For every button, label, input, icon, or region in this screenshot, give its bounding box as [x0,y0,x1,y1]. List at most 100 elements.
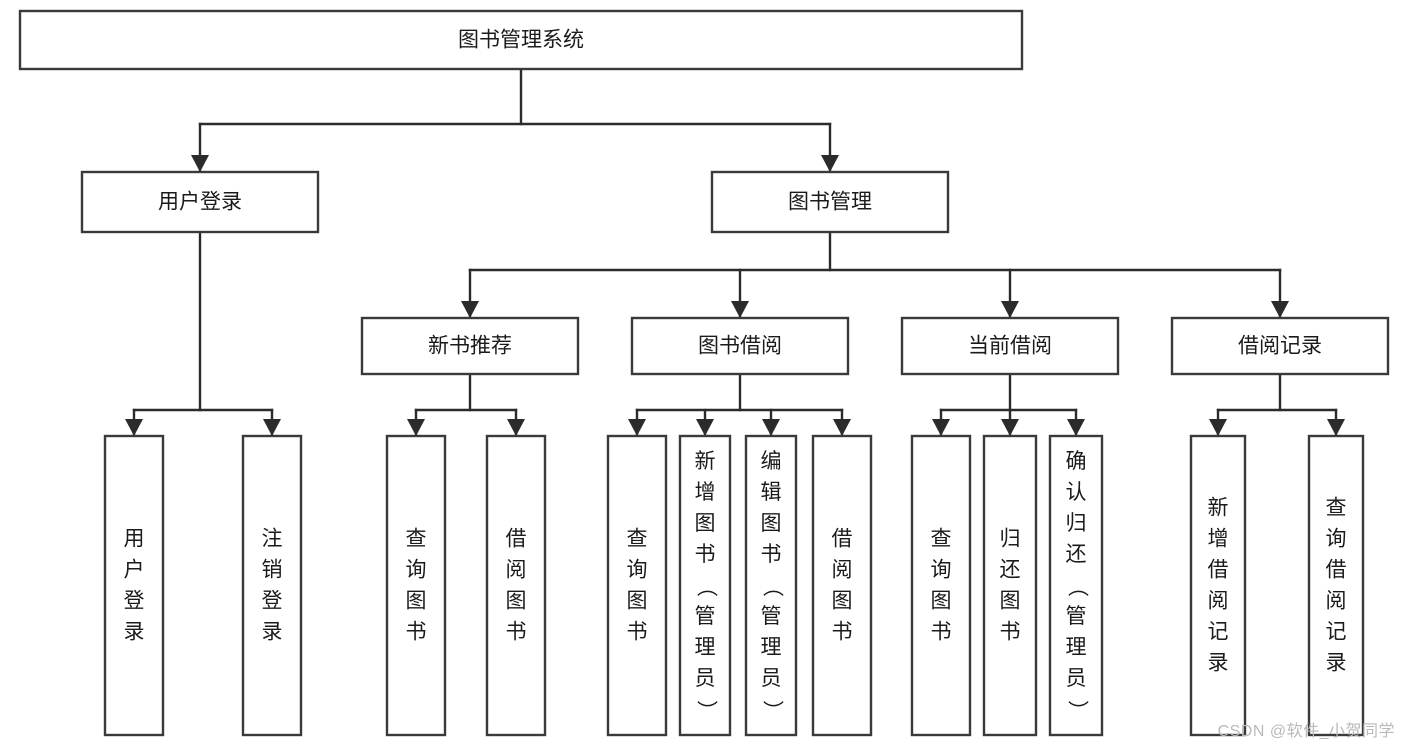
arrow-head-icon [191,155,209,172]
arrow-head-icon [1327,419,1345,436]
edge-group-root [191,67,839,173]
svg-text:登: 登 [124,590,145,613]
node-label-root: 图书管理系统 [458,29,584,52]
node-box-leaf-borrow-book-rec [485,434,547,737]
arrow-head-icon [628,419,646,436]
svg-text:询: 询 [406,559,427,582]
arrow-head-icon [932,419,950,436]
svg-text:用: 用 [124,528,145,551]
arrow-head-icon [696,419,714,436]
svg-text:（: （ [760,576,783,597]
edge-group-user-login [125,230,281,437]
svg-text:书: 书 [761,543,782,566]
svg-text:员: 员 [1066,667,1087,690]
node-box-leaf-query-book-cur [910,434,972,737]
node-box-user-login [80,170,320,234]
node-borrow-record[interactable]: 借阅记录 [1170,316,1390,376]
svg-text:借: 借 [506,528,527,551]
node-box-leaf-query-book-rec [385,434,447,737]
svg-text:归: 归 [1000,528,1021,551]
svg-text:员: 员 [761,667,782,690]
node-book-manage[interactable]: 图书管理 [710,170,950,234]
svg-text:注: 注 [262,528,283,551]
svg-text:图: 图 [406,590,427,613]
node-user-login[interactable]: 用户登录 [80,170,320,234]
node-current-borrow[interactable]: 当前借阅 [900,316,1120,376]
svg-text:员: 员 [695,667,716,690]
node-leaf-user-login[interactable]: 用户登录 [103,434,165,737]
node-label-leaf-user-login: 用户登录 [124,528,145,644]
node-label-book-borrow: 图书借阅 [698,335,782,358]
svg-text:询: 询 [627,559,648,582]
svg-text:录: 录 [1326,652,1347,675]
svg-text:还: 还 [1066,543,1087,566]
node-box-leaf-user-login [103,434,165,737]
svg-text:图: 图 [832,590,853,613]
arrow-head-icon [461,301,479,318]
svg-text:）: ） [760,700,783,721]
edge-group-current-borrow [932,372,1085,437]
svg-text:（: （ [1065,576,1088,597]
node-box-leaf-confirm-return [1048,434,1104,737]
node-box-book-borrow [630,316,850,376]
svg-text:理: 理 [761,636,782,659]
svg-text:登: 登 [262,590,283,613]
svg-text:书: 书 [695,543,716,566]
nodes-layer: 图书管理系统用户登录图书管理新书推荐图书借阅当前借阅借阅记录用户登录注销登录查询… [18,9,1390,737]
svg-text:户: 户 [124,559,145,582]
svg-text:录: 录 [262,621,283,644]
svg-text:借: 借 [832,528,853,551]
edge-group-borrow-record [1209,372,1345,437]
svg-text:阅: 阅 [506,559,527,582]
node-box-leaf-edit-book [744,434,798,737]
svg-text:询: 询 [1326,528,1347,551]
svg-text:图: 图 [761,512,782,535]
svg-text:认: 认 [1066,481,1087,504]
arrow-head-icon [1209,419,1227,436]
arrow-head-icon [507,419,525,436]
svg-text:阅: 阅 [1326,590,1347,613]
svg-text:查: 查 [406,528,427,551]
node-root[interactable]: 图书管理系统 [18,9,1024,71]
arrow-head-icon [1001,419,1019,436]
svg-text:书: 书 [931,621,952,644]
arrow-head-icon [1067,419,1085,436]
svg-text:增: 增 [1208,528,1229,551]
svg-text:新: 新 [695,450,716,473]
svg-text:图: 图 [1000,590,1021,613]
csdn-watermark: CSDN @软件_小贺同学 [1217,723,1395,740]
node-box-root [18,9,1024,71]
arrow-head-icon [407,419,425,436]
svg-text:图: 图 [627,590,648,613]
svg-text:管: 管 [761,605,782,628]
node-box-book-manage [710,170,950,234]
node-box-leaf-add-record [1189,434,1247,737]
node-label-user-login: 用户登录 [158,191,242,214]
svg-text:记: 记 [1326,621,1347,644]
arrow-head-icon [821,155,839,172]
node-label-new-book-rec: 新书推荐 [428,335,512,358]
edges-layer [125,67,1345,437]
node-book-borrow[interactable]: 图书借阅 [630,316,850,376]
arrow-head-icon [263,419,281,436]
node-new-book-rec[interactable]: 新书推荐 [360,316,580,376]
